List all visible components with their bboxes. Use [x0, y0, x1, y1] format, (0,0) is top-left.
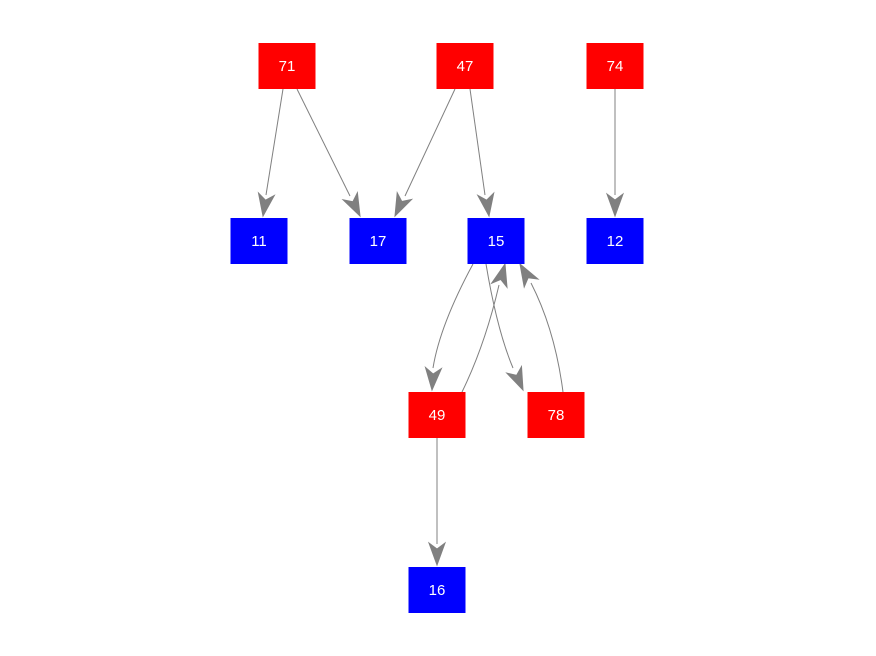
- edge-line: [485, 263, 514, 369]
- node-box: [258, 43, 316, 89]
- node-label: 47: [457, 58, 474, 75]
- edge-74-to-12: [605, 89, 625, 218]
- arrowhead-icon: [519, 262, 540, 289]
- nodes-layer: 71 47 74 11 17 15 12 49 78 16: [230, 43, 644, 613]
- node-label: 74: [607, 58, 624, 75]
- edge-71-to-17: [296, 88, 361, 218]
- node-78: 78: [527, 392, 585, 438]
- edge-71-to-11: [257, 88, 284, 218]
- node-label: 16: [429, 582, 446, 599]
- edge-line: [530, 282, 564, 393]
- node-label: 17: [370, 233, 387, 250]
- arrowhead-icon: [341, 190, 361, 218]
- node-11: 11: [230, 218, 288, 264]
- edge-15-to-78: [485, 263, 524, 392]
- edge-line: [404, 88, 456, 197]
- node-label: 12: [607, 233, 624, 250]
- node-box: [586, 218, 644, 264]
- node-box: [349, 218, 407, 264]
- edge-line: [461, 284, 500, 393]
- node-box: [436, 43, 494, 89]
- node-49: 49: [408, 392, 466, 438]
- node-label: 49: [429, 407, 446, 424]
- node-74: 74: [586, 43, 644, 89]
- edge-15-to-49: [424, 263, 474, 392]
- node-box: [408, 567, 466, 613]
- node-label: 71: [279, 58, 296, 75]
- node-box: [467, 218, 525, 264]
- edges-layer: [257, 88, 625, 567]
- arrowhead-icon: [505, 364, 524, 392]
- edge-49-to-16: [427, 438, 447, 567]
- node-label: 15: [488, 233, 505, 250]
- node-15: 15: [467, 218, 525, 264]
- arrowhead-icon: [490, 262, 508, 289]
- arrowhead-icon: [605, 192, 625, 218]
- edge-47-to-15: [469, 88, 495, 218]
- node-47: 47: [436, 43, 494, 89]
- arrowhead-icon: [257, 191, 276, 218]
- arrowhead-icon: [427, 541, 447, 567]
- edge-49-to-15: [461, 262, 508, 393]
- node-label: 11: [251, 233, 267, 250]
- node-box: [408, 392, 466, 438]
- edge-47-to-17: [394, 88, 456, 218]
- arrowhead-icon: [476, 191, 495, 218]
- edge-line: [296, 88, 351, 197]
- node-16: 16: [408, 567, 466, 613]
- edge-line: [432, 263, 474, 369]
- node-box: [527, 392, 585, 438]
- arrowhead-icon: [394, 190, 414, 218]
- node-box: [230, 218, 288, 264]
- node-71: 71: [258, 43, 316, 89]
- node-label: 78: [548, 407, 565, 424]
- edge-line: [265, 88, 284, 196]
- arrowhead-icon: [424, 366, 443, 392]
- node-box: [586, 43, 644, 89]
- node-12: 12: [586, 218, 644, 264]
- edge-78-to-15: [519, 262, 564, 393]
- edge-line: [469, 88, 486, 196]
- node-17: 17: [349, 218, 407, 264]
